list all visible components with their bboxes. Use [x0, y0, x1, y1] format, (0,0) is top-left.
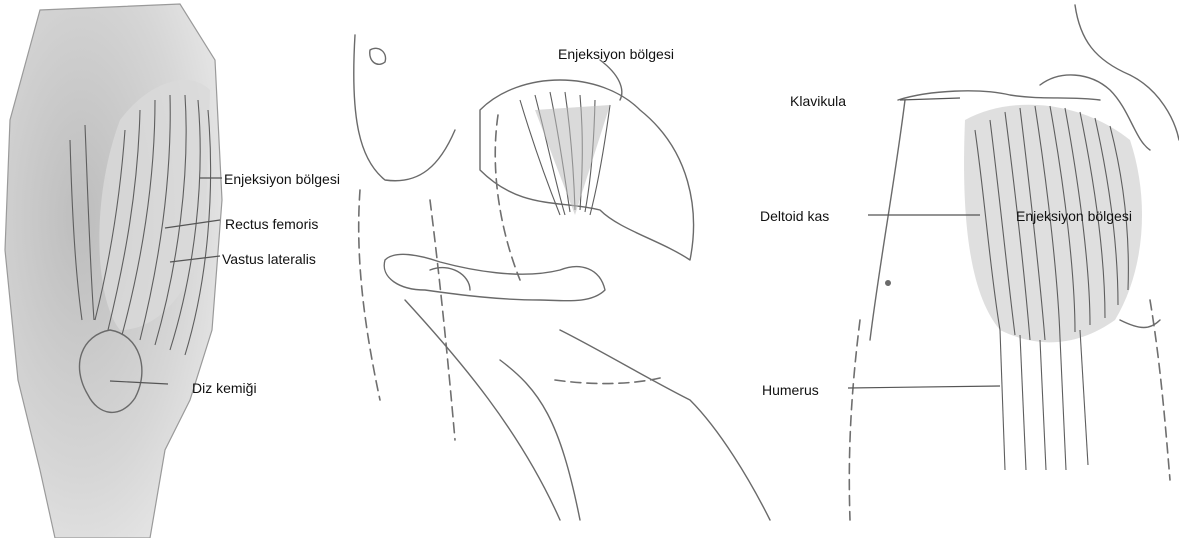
hip-drawing: [354, 35, 770, 520]
chest-line: [870, 100, 905, 340]
label-shoulder-injection-site: Enjeksiyon bölgesi: [1016, 208, 1132, 224]
navel-mark: [370, 48, 386, 64]
hand-outline: [384, 254, 605, 300]
label-hip-injection-site: Enjeksiyon bölgesi: [558, 46, 674, 62]
torso-contour: [354, 35, 455, 181]
nipple-mark: [885, 280, 891, 286]
thumb-outline: [430, 268, 470, 290]
leg-mid-line: [500, 360, 580, 520]
hip-injection-area: [535, 105, 610, 215]
left-dashed-contour: [359, 190, 380, 400]
inner-dashed-contour: [430, 200, 455, 440]
leg-back-line: [560, 330, 770, 520]
torso-dashed-contour: [849, 320, 860, 520]
label-vastus-lateralis: Vastus lateralis: [222, 251, 316, 267]
label-kneecap: Diz kemiği: [192, 380, 257, 396]
label-clavicle: Klavikula: [790, 93, 846, 109]
label-deltoid: Deltoid kas: [760, 208, 829, 224]
leader-humerus: [848, 386, 1000, 388]
thigh-drawing: [5, 4, 222, 538]
label-thigh-injection-site: Enjeksiyon bölgesi: [224, 171, 340, 187]
arm-dashed-contour: [1150, 300, 1170, 480]
humerus-lines: [1000, 330, 1088, 470]
label-rectus-femoris: Rectus femoris: [225, 216, 318, 232]
label-humerus: Humerus: [762, 382, 819, 398]
shoulder-drawing: [848, 5, 1179, 520]
hip-dashed-contour: [495, 115, 520, 280]
knee-dashed-line: [555, 378, 660, 384]
leg-front-line: [405, 300, 560, 520]
leader-clavicle: [900, 98, 960, 100]
